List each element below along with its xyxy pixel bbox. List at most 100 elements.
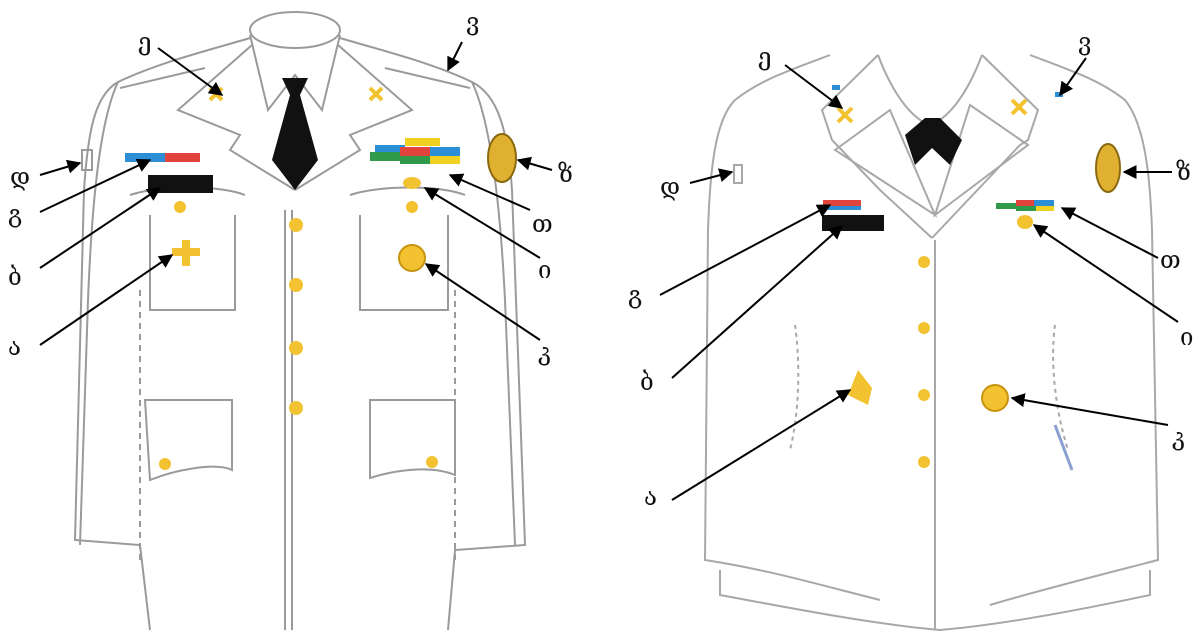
right-ribbon-r1 xyxy=(996,203,1016,209)
left-name-plate xyxy=(148,175,213,193)
right-accessories xyxy=(733,85,1121,468)
right-arrow-sleeve-button xyxy=(689,168,734,184)
left-small-badge xyxy=(403,177,421,189)
left-label-shoulder: ვ xyxy=(466,8,479,36)
left-label-sleeve-button: დ xyxy=(10,163,30,191)
left-lapel-right xyxy=(294,44,414,191)
right-label-sleeve-patch: ზ xyxy=(1176,158,1191,186)
left-labels: ე ვ დ ზ გ ბ ა თ ი კ xyxy=(8,8,573,366)
left-label-cross: ა xyxy=(8,333,21,361)
left-arrow-round-badge xyxy=(424,263,541,341)
left-arrow-ribbons-right xyxy=(448,173,531,211)
right-label-ribbons-right: თ xyxy=(1160,246,1181,274)
right-arrow-shoulder xyxy=(1059,57,1087,97)
right-label-ribbons-left: გ xyxy=(628,281,642,309)
right-arrow-round-badge xyxy=(1010,393,1169,426)
left-neck xyxy=(249,11,341,49)
left-pocket-button-1 xyxy=(174,201,186,213)
right-cross-badge xyxy=(848,370,872,405)
left-label-round-badge: კ xyxy=(538,338,551,366)
left-sleeve-left xyxy=(79,81,119,546)
left-cross-badge xyxy=(172,240,200,266)
right-front-button-4 xyxy=(918,456,930,468)
right-front-button-2 xyxy=(918,322,930,334)
right-name-plate xyxy=(822,215,884,231)
right-arrow-cross xyxy=(671,389,852,501)
right-shoulder-dot-l xyxy=(832,85,840,90)
right-ribbon-red xyxy=(823,200,861,206)
left-ribbon-r5 xyxy=(430,147,460,156)
left-ribbon-r1 xyxy=(375,145,405,153)
left-ribbon-r2 xyxy=(405,138,440,146)
left-arrow-cross xyxy=(39,254,174,346)
right-collar-insignia-l xyxy=(836,106,854,124)
right-collar-left xyxy=(833,108,938,218)
right-label-cross: ა xyxy=(644,483,657,511)
right-small-badge xyxy=(1017,215,1033,229)
left-label-name-plate: ბ xyxy=(8,263,22,291)
left-ribbon-r4 xyxy=(400,147,430,156)
left-arrow-shoulder xyxy=(447,41,463,72)
right-ribbon-r5 xyxy=(1036,206,1054,211)
left-ribbon-red xyxy=(165,153,200,162)
right-label-shoulder: ვ xyxy=(1078,28,1091,56)
right-ribbon-r3 xyxy=(1034,200,1054,206)
right-jacket-outline xyxy=(703,54,1160,606)
left-shoulder-strap-left xyxy=(119,67,206,89)
left-sleeve-button xyxy=(81,149,93,171)
left-pocket-button-4 xyxy=(426,456,438,468)
left-front-button-1 xyxy=(289,218,303,232)
left-label-ribbons-left: გ xyxy=(8,200,22,228)
left-arrow-sleeve-patch xyxy=(516,156,553,171)
left-lower-pocket-left xyxy=(143,399,233,482)
left-tie xyxy=(272,78,318,190)
right-label-collar: ე xyxy=(758,43,771,71)
right-jacket-drawing xyxy=(703,54,1160,632)
right-vent-right xyxy=(1052,324,1069,451)
left-shoulder-strap-right xyxy=(384,67,471,89)
left-callout-arrows xyxy=(39,41,553,346)
left-arrow-ribbons-left xyxy=(39,159,152,213)
right-jacket-hem xyxy=(719,570,1151,632)
left-label-sleeve-patch: ზ xyxy=(558,160,573,188)
right-arrow-collar xyxy=(784,64,844,109)
right-arrow-name-plate xyxy=(671,225,844,379)
left-pocket-button-2 xyxy=(406,201,418,213)
left-round-badge xyxy=(398,244,426,272)
right-label-small-badge: ი xyxy=(1180,323,1193,351)
right-vent-left xyxy=(789,324,800,451)
left-shirt-collar xyxy=(249,34,341,113)
right-front-button-3 xyxy=(918,389,930,401)
left-pocket-button-3 xyxy=(159,458,171,470)
right-arrow-ribbons-right xyxy=(1060,207,1159,259)
right-vent-stripe xyxy=(1053,424,1074,471)
left-front-button-3 xyxy=(289,341,303,355)
right-collar-insignia-r xyxy=(1010,98,1028,116)
left-arrow-name-plate xyxy=(39,187,162,269)
left-ribbon-blue xyxy=(125,153,165,162)
right-front-button-1 xyxy=(918,256,930,268)
left-ribbon-r6 xyxy=(400,156,430,164)
right-lapel-right xyxy=(931,54,1040,239)
right-arrow-ribbons-left xyxy=(659,204,832,296)
left-label-collar: ე xyxy=(138,28,151,56)
left-arrow-collar xyxy=(157,47,224,96)
right-round-badge xyxy=(981,384,1009,412)
left-label-ribbons-right: თ xyxy=(532,210,553,238)
right-ribbon-blue xyxy=(823,206,861,210)
left-jacket-drawing xyxy=(73,11,527,631)
right-collar-right xyxy=(933,103,1030,218)
right-label-round-badge: კ xyxy=(1172,423,1185,451)
right-arrow-small-badge xyxy=(1032,224,1179,323)
left-label-small-badge: ი xyxy=(538,256,551,284)
left-collar-insignia-r xyxy=(368,86,384,102)
right-ribbon-r2 xyxy=(1016,200,1034,206)
right-sleeve-button xyxy=(733,164,743,184)
right-label-name-plate: ბ xyxy=(640,368,654,396)
left-lapel-left xyxy=(176,44,296,191)
right-callout-arrows xyxy=(659,57,1179,501)
right-lapel-left xyxy=(820,54,933,239)
right-sleeve-patch xyxy=(1095,143,1121,193)
left-ribbon-r7 xyxy=(430,156,460,164)
